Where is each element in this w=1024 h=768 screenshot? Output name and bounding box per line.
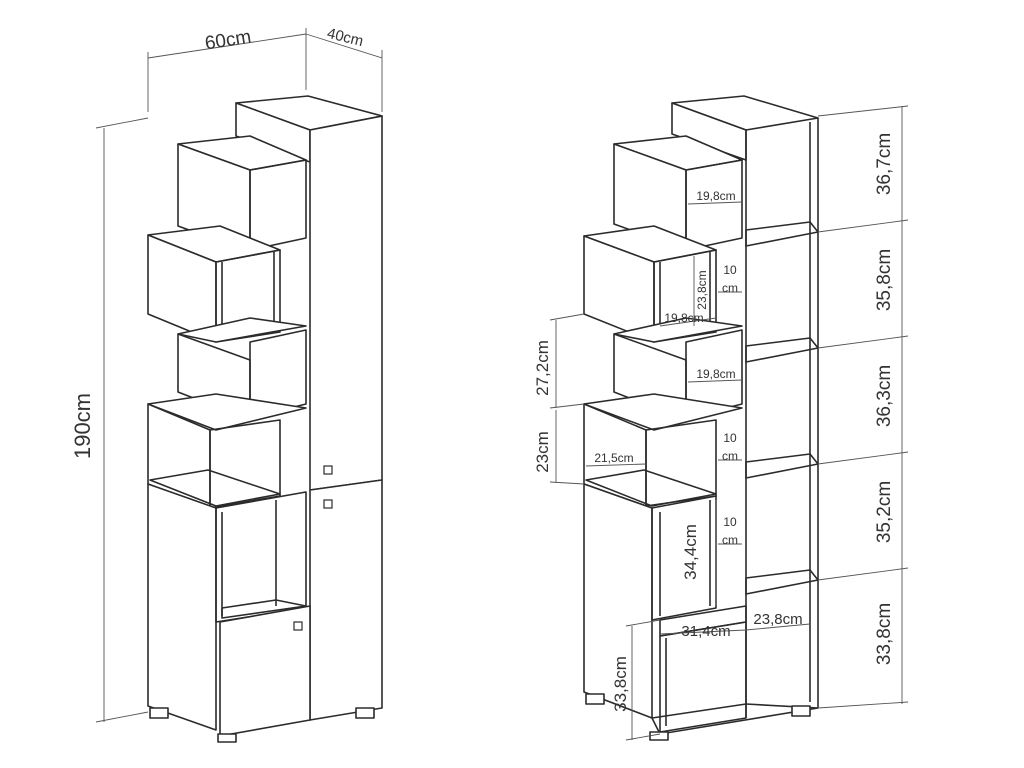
section-height-2: 35,8cm (874, 249, 895, 311)
r-base-inner (651, 495, 717, 621)
box2-opening (215, 249, 281, 343)
upper-door-knob (323, 465, 333, 475)
tall-shelf-2 (745, 337, 819, 363)
lower-compartment-height: 34,4cm (681, 524, 700, 580)
right-cabinet-view: 36,7cm 35,8cm 36,3cm 35,2cm 33,8cm 27,2c… (533, 95, 909, 741)
top-box-width: 19,8cm (696, 189, 735, 203)
right-foot-2 (649, 731, 669, 741)
box2-gap-unit: cm (722, 281, 738, 295)
bottom-right-width: 23,8cm (753, 611, 802, 628)
r-box2-opening (653, 249, 717, 343)
tall-shelf-3 (745, 453, 819, 479)
left-height-3: 33,8cm (611, 656, 630, 712)
box4-opening (209, 419, 281, 509)
lower-door-knob (323, 499, 333, 509)
box4-gap-value: 10 (723, 431, 737, 445)
left-foot-1 (149, 707, 169, 719)
small-door-knob (293, 621, 303, 631)
box2-height: 23,8cm (695, 270, 709, 309)
tall-shelf-1 (745, 221, 819, 247)
box4-shelf (149, 469, 281, 507)
left-foot-2 (217, 733, 237, 743)
left-height-dimension-lines (549, 313, 661, 741)
base-small-door (219, 605, 311, 737)
left-dimension-lines (95, 28, 383, 723)
base-side (147, 483, 217, 731)
upper-door (309, 115, 383, 491)
width-60-label: 60cm (203, 26, 252, 54)
r-box3-top (613, 317, 743, 343)
r-box1-opening (685, 159, 743, 251)
box3-top (177, 317, 307, 343)
height-190-label: 190cm (70, 393, 95, 459)
r-box4-top (583, 393, 743, 431)
lower-gap-unit: cm (722, 533, 738, 547)
box2-width: 19,8cm (664, 311, 703, 325)
r-box4-shelf (585, 469, 717, 507)
section-height-3: 36,3cm (874, 365, 895, 427)
section-height-4: 35,2cm (874, 481, 895, 543)
lower-gap-value: 10 (723, 515, 737, 529)
section-height-1: 36,7cm (874, 133, 895, 195)
left-height-2: 23cm (533, 431, 552, 473)
r-box4-opening (645, 419, 717, 507)
lower-door (309, 479, 383, 721)
box4-gap-unit: cm (722, 449, 738, 463)
r-box3-opening (685, 329, 743, 419)
left-cabinet-view: 60cm 40cm 190cm (70, 25, 383, 743)
inner-dimension-lines (585, 201, 811, 635)
right-foot-3 (791, 705, 811, 717)
box4-width: 21,5cm (594, 451, 633, 465)
bottom-left-width: 31,4cm (681, 623, 730, 640)
right-foot-1 (585, 693, 605, 705)
right-height-dimension-lines (817, 105, 909, 709)
r-base-bottom-compartment (659, 621, 747, 733)
box3-width: 19,8cm (696, 367, 735, 381)
box3-opening (249, 329, 307, 419)
box2-gap-value: 10 (723, 263, 737, 277)
tall-shelf-4 (745, 569, 819, 595)
left-foot-3 (355, 707, 375, 719)
section-height-5: 33,8cm (874, 603, 895, 665)
left-height-1: 27,2cm (533, 340, 552, 396)
box1-opening (249, 159, 307, 251)
box4-top (147, 393, 307, 431)
